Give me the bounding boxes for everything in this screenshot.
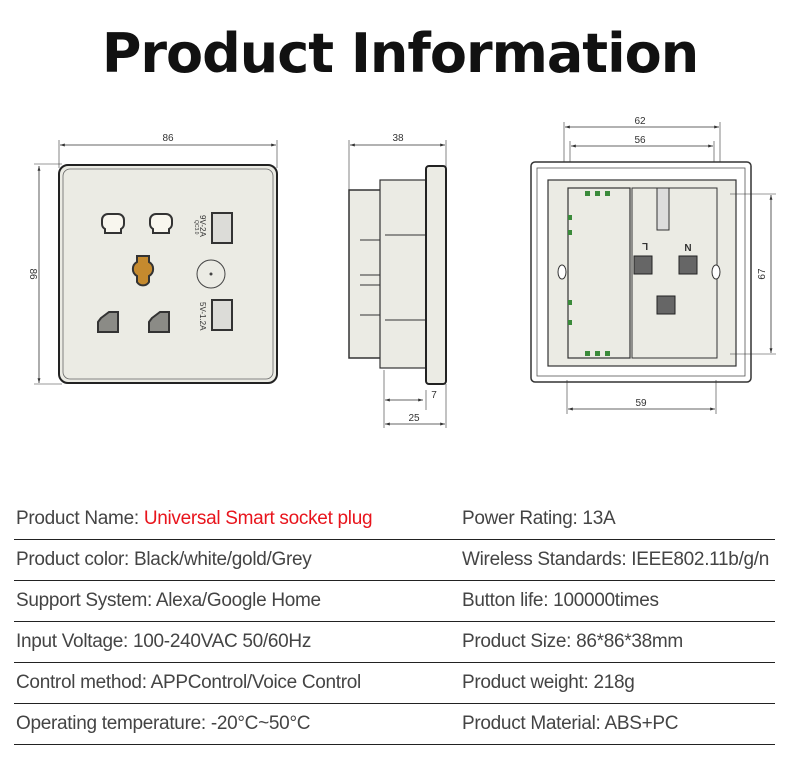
spec-label: Wireless Standards: — [462, 549, 627, 570]
spec-label: Power Rating: — [462, 508, 578, 529]
spec-row: Product Name: Universal Smart socket plu… — [14, 498, 775, 540]
spec-row: Support System: Alexa/Google Home Button… — [14, 580, 775, 622]
spec-value: 13A — [582, 508, 616, 529]
back-bottom-dim: 59 — [635, 398, 647, 409]
side-view-drawing: 38 7 25 — [348, 133, 447, 428]
usb-top-label: 9V-2A — [198, 215, 207, 237]
side-depth-dim: 38 — [392, 133, 404, 144]
spec-value: APPControl/Voice Control — [150, 672, 362, 693]
front-height-dim: 86 — [27, 268, 38, 280]
spec-label: Control method: — [16, 672, 147, 693]
spec-row: Operating temperature: -20°C~50°C Produc… — [14, 703, 775, 745]
spec-label: Operating temperature: — [16, 713, 206, 734]
spec-value: 100-240VAC 50/60Hz — [133, 631, 312, 652]
spec-label: Support System: — [16, 590, 152, 611]
usb-top-sublabel: QC3.0 — [193, 220, 199, 235]
spec-value: ABS+PC — [604, 713, 679, 734]
spec-row: Input Voltage: 100-240VAC 50/60Hz Produc… — [14, 621, 775, 663]
front-view-drawing: 86 86 9V-2A QC3.0 5V-1.2A — [27, 133, 278, 385]
spec-label: Input Voltage: — [16, 631, 129, 652]
back-label-l: L — [642, 240, 648, 251]
spec-label: Product Name: — [16, 508, 139, 529]
page-title: Product Information — [101, 22, 699, 85]
front-width-dim: 86 — [162, 133, 174, 144]
back-height-dim: 67 — [757, 268, 768, 280]
technical-drawings: 86 86 9V-2A QC3.0 5V-1.2A 38 — [27, 116, 776, 428]
spec-value: Alexa/Google Home — [155, 590, 321, 611]
back-view-drawing: 62 56 L N 67 59 — [530, 116, 776, 414]
spec-value-product-name: Universal Smart socket plug — [143, 508, 373, 529]
spec-value: 100000times — [553, 590, 659, 611]
spec-label: Product color: — [16, 549, 130, 570]
spec-value: Black/white/gold/Grey — [134, 549, 312, 570]
spec-label: Product Material: — [462, 713, 601, 734]
back-label-n: N — [684, 243, 691, 254]
spec-label: Product weight: — [462, 672, 589, 693]
spec-value: 218g — [593, 672, 635, 693]
back-outer-dim: 62 — [634, 116, 646, 127]
spec-row: Control method: APPControl/Voice Control… — [14, 662, 775, 704]
spec-value: IEEE802.11b/g/n — [631, 549, 770, 570]
spec-row: Product color: Black/white/gold/Grey Wir… — [14, 539, 775, 581]
spec-label: Button life: — [462, 590, 549, 611]
usb-bottom-label: 5V-1.2A — [198, 302, 207, 331]
spec-label: Product Size: — [462, 631, 572, 652]
spec-value: -20°C~50°C — [210, 713, 311, 734]
spec-value: 86*86*38mm — [576, 631, 683, 652]
back-inner-dim: 56 — [634, 135, 646, 146]
side-front-dim: 7 — [431, 390, 437, 401]
side-body-dim: 25 — [408, 413, 420, 424]
